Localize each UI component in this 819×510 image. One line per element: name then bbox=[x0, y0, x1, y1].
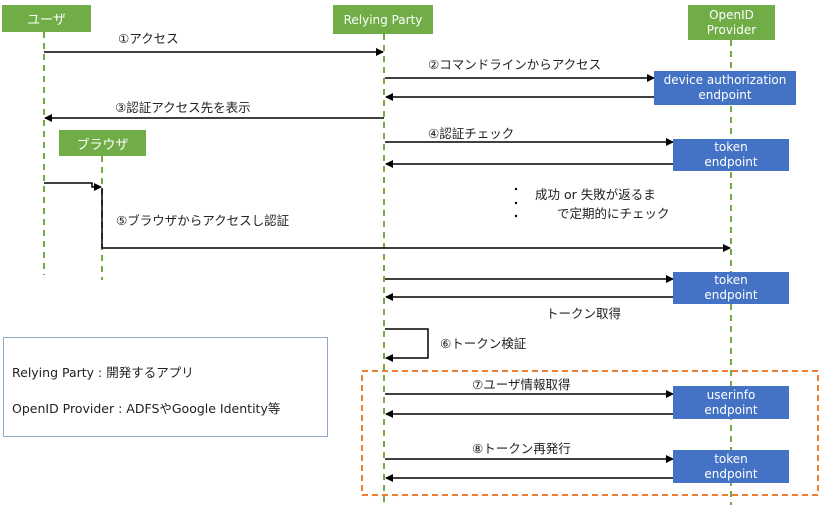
actor-user: ユーザ bbox=[2, 5, 91, 32]
note-ellipsis bbox=[514, 187, 518, 218]
endpoint-label: endpoint bbox=[698, 88, 752, 102]
get-token-label: トークン取得 bbox=[546, 306, 622, 321]
legend-relying-party: Relying Party : 開発するアプリ bbox=[12, 365, 194, 380]
actor-openid-provider: OpenID Provider bbox=[688, 5, 775, 40]
actor-relying-party: Relying Party bbox=[333, 5, 433, 34]
endpoint-token-1: token endpoint bbox=[673, 139, 789, 171]
endpoint-userinfo: userinfo endpoint bbox=[673, 386, 789, 419]
endpoint-label: endpoint bbox=[704, 288, 758, 302]
actor-browser: ブラウザ bbox=[59, 130, 146, 156]
arrow-6-self-verify bbox=[385, 328, 429, 362]
endpoint-label: endpoint bbox=[704, 155, 758, 169]
legend-openid-provider: OpenID Provider : ADFSやGoogle Identity等 bbox=[12, 401, 281, 416]
note-line-1: 成功 or 失敗が返るま bbox=[535, 187, 656, 202]
endpoint-token-3: token endpoint bbox=[673, 450, 789, 483]
arrow-user-to-browser bbox=[44, 182, 102, 191]
endpoint-label: endpoint bbox=[704, 466, 758, 481]
legend-box: Relying Party : 開発するアプリ OpenID Provider … bbox=[3, 337, 328, 437]
note-line-2: で定期的にチェック bbox=[557, 206, 670, 221]
message-8-label: ⑧トークン再発行 bbox=[472, 441, 571, 456]
message-5-label: ⑤ブラウザからアクセスし認証 bbox=[116, 213, 290, 228]
endpoint-device-authorization: device authorization endpoint bbox=[654, 71, 796, 105]
arrow-5-browser-auth bbox=[101, 188, 731, 252]
endpoint-label: token bbox=[714, 140, 748, 154]
endpoint-token-2: token endpoint bbox=[673, 272, 789, 304]
message-7-label: ⑦ユーザ情報取得 bbox=[472, 377, 571, 392]
message-1-label: ①アクセス bbox=[118, 31, 179, 46]
message-4-label: ④認証チェック bbox=[428, 126, 515, 141]
message-2-label: ②コマンドラインからアクセス bbox=[428, 57, 602, 72]
endpoint-label: token bbox=[714, 273, 748, 287]
endpoint-label: token bbox=[714, 451, 748, 466]
endpoint-label: userinfo bbox=[706, 387, 756, 402]
message-3-label: ③認証アクセス先を表示 bbox=[115, 100, 251, 115]
endpoint-label: device authorization bbox=[663, 73, 787, 87]
endpoint-label: endpoint bbox=[704, 402, 758, 417]
message-6-label: ⑥トークン検証 bbox=[440, 336, 527, 351]
